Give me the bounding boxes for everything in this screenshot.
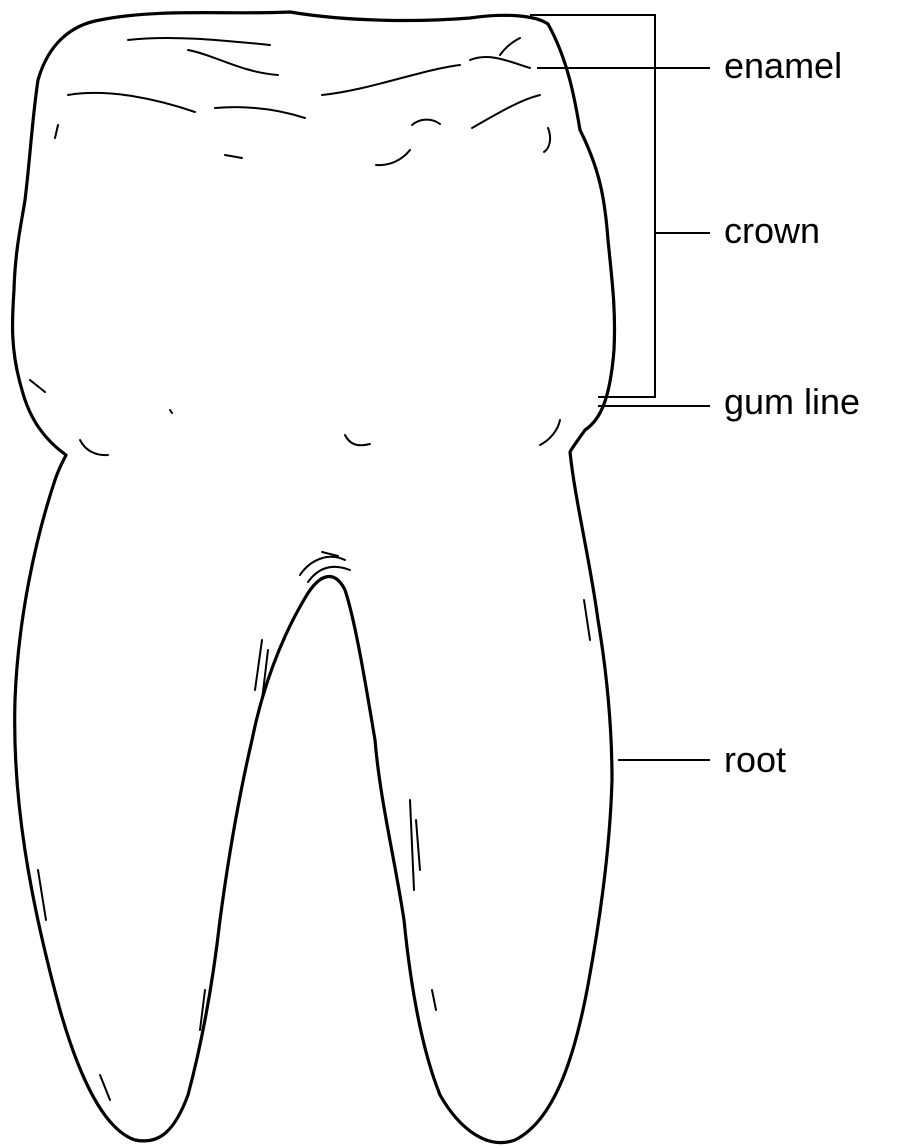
cusp-line [68,93,195,112]
tooth-outline [12,12,614,1143]
label-enamel: enamel [724,45,842,86]
cusp-line [376,150,410,165]
cervix-mark [540,420,560,445]
cusp-line [55,125,58,138]
cusp-line [500,38,520,55]
cervix-mark [170,410,172,413]
root-mark [38,870,46,920]
cusp-line [128,38,270,45]
root-mark [432,990,436,1010]
cusp-line [472,95,540,128]
label-gum-line: gum line [724,381,860,422]
cusp-line [544,128,550,152]
furcation-mark [300,557,345,575]
root-mark [584,600,590,640]
root-mark [410,800,414,890]
root-mark [100,1075,110,1100]
label-crown: crown [724,210,820,251]
cervix-mark [345,435,370,445]
root-mark [255,640,262,690]
cusp-line [215,107,305,118]
cervix-mark [80,440,108,455]
furcation-mark [308,567,350,582]
label-root: root [724,739,786,780]
cusp-line [470,57,530,68]
root-mark [416,820,420,870]
cusp-line [188,50,278,75]
cusp-line [225,155,242,158]
crown-bracket [530,15,655,397]
cusp-line [322,65,460,95]
cervix-mark [30,380,45,392]
furcation-mark [322,552,338,556]
cusp-line [412,120,440,125]
